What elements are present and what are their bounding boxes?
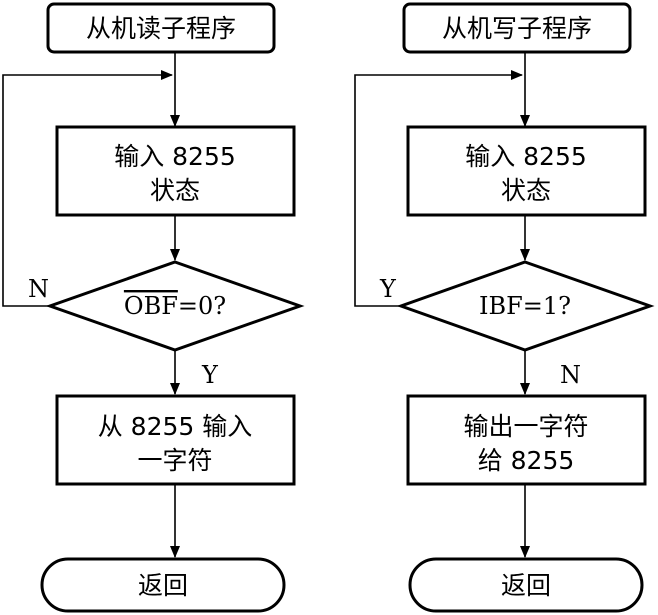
left-input-status-box [55,125,296,217]
left-input-status-line1: 输入 8255 [114,142,236,171]
left-loop-back-line [2,70,173,307]
right-decision-label: IBF=1? [479,292,571,320]
right-write-char-box [406,394,647,486]
right-input-status-line2: 状态 [501,176,551,205]
right-branch-loop-label: Y [379,275,397,303]
left-start-label: 从机读子程序 [86,14,236,43]
left-read-char-line1: 从 8255 输入 [98,412,253,441]
left-return-label: 返回 [138,571,188,600]
left-input-status-line2: 状态 [150,176,200,205]
left-read-char-line2: 一字符 [137,446,212,475]
write-subroutine-flow: 从机写子程序 输入 8255 状态 IBF=1? Y N 输出一字符 给 825… [354,2,655,613]
read-subroutine-flow: 从机读子程序 输入 8255 状态 OBF=0? N Y 从 8255 输入 一… [2,2,305,613]
right-write-char-line2: 给 8255 [478,446,575,475]
right-return-label: 返回 [501,571,551,600]
right-input-status-line1: 输入 8255 [465,142,587,171]
right-branch-exit-label: N [560,361,581,389]
obf-signal-name: OBF [124,292,178,320]
left-branch-yes-label: Y [201,361,219,389]
left-decision-label: OBF=0? [124,292,226,320]
right-input-status-box [406,125,647,217]
right-start-terminal [402,2,632,54]
left-branch-no-label: N [28,275,49,303]
left-start-terminal [46,2,276,54]
left-return-terminal [40,557,286,613]
right-return-terminal [408,557,644,613]
right-start-label: 从机写子程序 [442,14,592,43]
right-write-char-line1: 输出一字符 [463,412,588,441]
right-loop-back-line [354,70,523,307]
left-decision-condition: =0? [178,292,226,320]
